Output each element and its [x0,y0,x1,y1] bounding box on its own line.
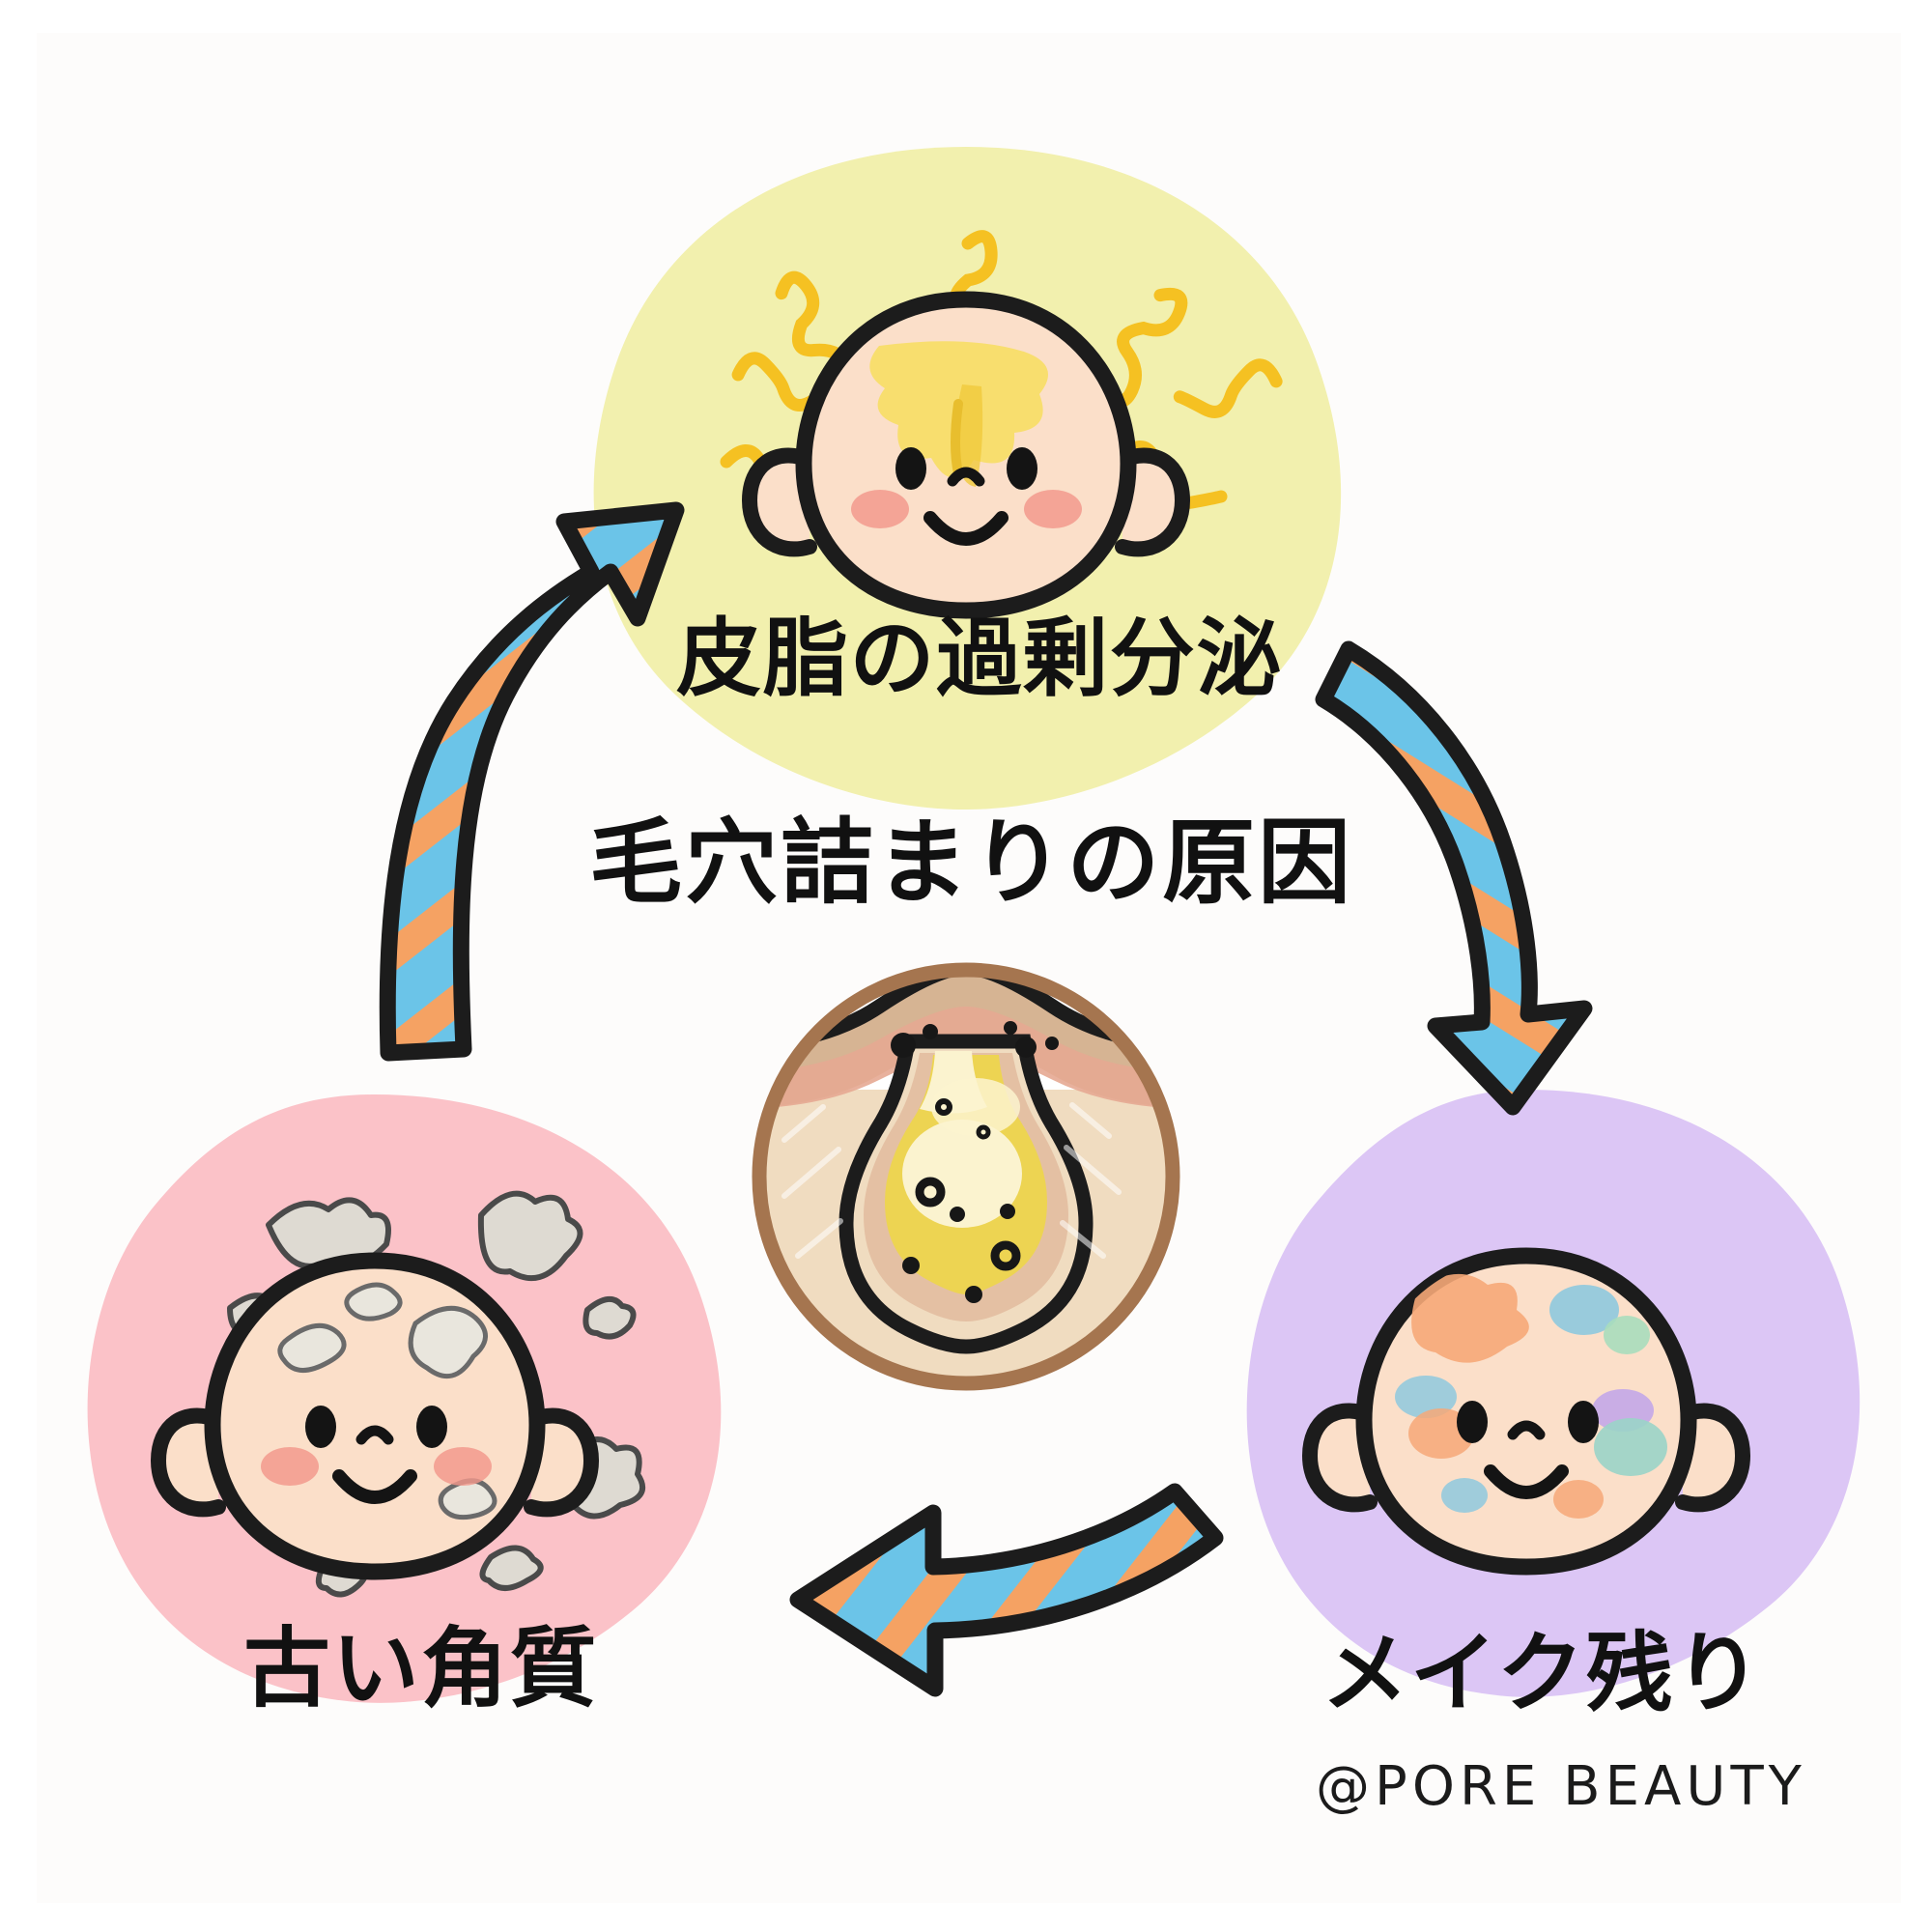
makeup-residue-face-icon [1301,1247,1751,1576]
clogged-pore-cross-section [752,962,1180,1391]
node-label-sebum: 皮脂の過剰分泌 [676,609,1284,708]
page-title: 毛穴詰まりの原因 [589,809,1354,917]
arrow-keratin-to-sebum [379,501,685,1062]
watermark-handle: @PORE BEAUTY [1316,1755,1806,1818]
oily-face-icon [741,291,1191,619]
arrow-makeup-to-keratin [789,1483,1224,1697]
arrow-sebum-to-makeup [1315,640,1593,1116]
node-label-makeup: メイク残り [1321,1623,1764,1724]
node-label-keratin: 古い角質 [243,1618,599,1719]
flaking-face-icon [150,1252,600,1580]
